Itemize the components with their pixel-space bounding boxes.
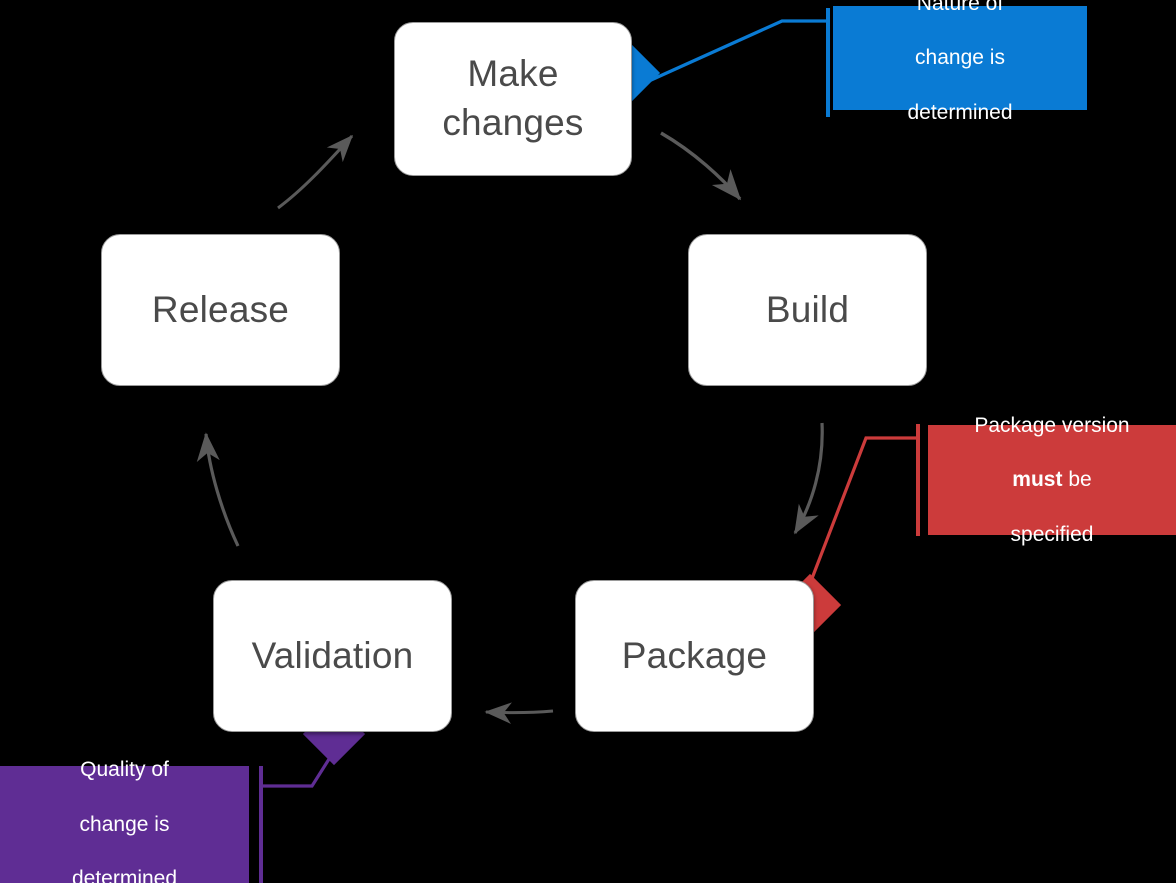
arrow-validation-to-release xyxy=(196,432,240,547)
callout-package-bold-word: must xyxy=(1012,468,1063,492)
purple-leader-line xyxy=(263,747,338,788)
callout-quality-of-change[interactable]: Quality of change is determined xyxy=(0,758,249,883)
callout-quality-line-2: change is xyxy=(79,812,170,836)
callout-package-version[interactable]: Package version must be specified xyxy=(928,414,1176,546)
red-leader-line xyxy=(804,436,916,595)
node-validation[interactable]: Validation xyxy=(213,580,452,732)
callout-package-line-2-tail: be xyxy=(1062,468,1092,492)
blue-leader-line xyxy=(639,19,829,87)
callout-quality-line-3: determined xyxy=(71,867,178,883)
node-build-label: Build xyxy=(765,288,850,330)
node-make-changes-label: Make changes xyxy=(442,53,584,143)
callout-package-line-3: specified xyxy=(1010,522,1094,546)
arrow-make-changes-to-build xyxy=(660,131,742,201)
callout-nature-of-change[interactable]: Nature of change is determined xyxy=(833,0,1087,124)
callout-nature-line-3: determined xyxy=(907,100,1013,124)
node-release-label: Release xyxy=(151,288,290,330)
node-package-label: Package xyxy=(621,634,768,676)
callout-nature-line-1: Nature of xyxy=(916,0,1004,15)
node-release[interactable]: Release xyxy=(101,234,340,386)
callout-package-line-1: Package version xyxy=(974,413,1130,437)
arrow-package-to-validation xyxy=(484,702,554,724)
node-build[interactable]: Build xyxy=(688,234,927,386)
node-package[interactable]: Package xyxy=(575,580,814,732)
arrow-release-to-make-changes xyxy=(277,134,354,210)
callout-nature-line-2: change is xyxy=(915,46,1005,70)
node-make-changes[interactable]: Make changes xyxy=(394,22,632,176)
node-validation-label: Validation xyxy=(251,634,414,676)
callout-package-line-2: must be xyxy=(974,466,1129,493)
callout-quality-line-1: Quality of xyxy=(80,758,169,782)
arrow-build-to-package xyxy=(793,422,824,535)
